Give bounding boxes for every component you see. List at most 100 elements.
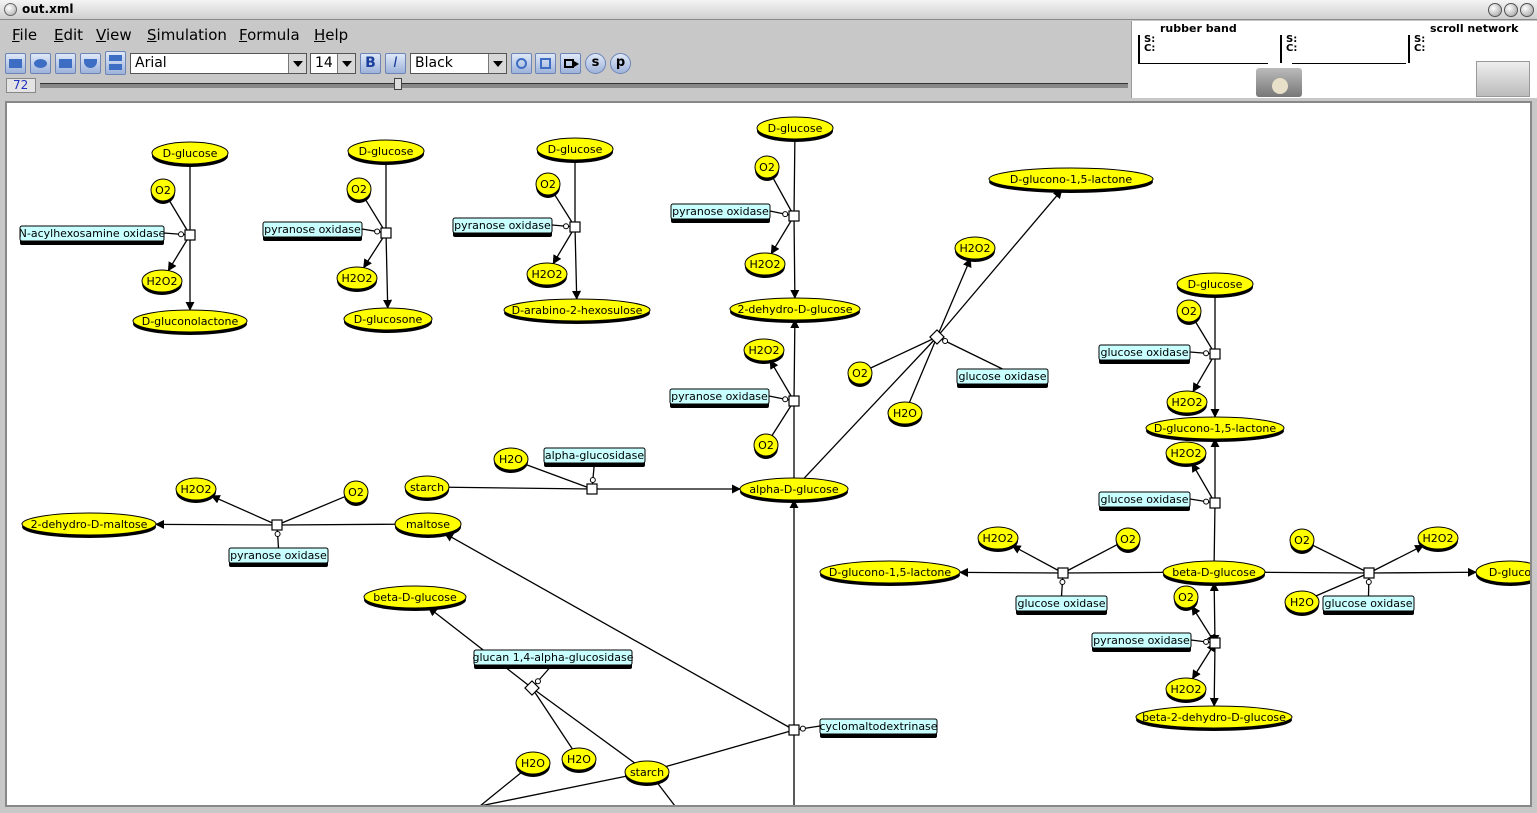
reaction-node[interactable] (1057, 567, 1069, 579)
species-node[interactable]: beta-D-glucose (1162, 560, 1266, 586)
species-node[interactable]: D-glucono-1,5-lactone (988, 167, 1154, 193)
enzyme-node[interactable]: glucose oxidase (1098, 491, 1191, 511)
reaction-node[interactable] (586, 483, 598, 495)
reaction-node[interactable] (1363, 567, 1375, 579)
zoom-value[interactable]: 72 (6, 78, 36, 93)
rectangle-tool-icon[interactable] (5, 53, 26, 74)
species-node[interactable]: H2O (1284, 590, 1320, 616)
s-button[interactable]: s (585, 53, 606, 74)
species-node[interactable]: H2O2 (954, 236, 996, 262)
rubber-band-image-icon[interactable] (1256, 68, 1302, 97)
species-node[interactable]: H2O2 (744, 252, 786, 278)
italic-button[interactable]: I (385, 53, 406, 74)
species-node[interactable]: D-glucono-1,5-lactone (819, 560, 961, 586)
species-node[interactable]: H2O2 (526, 262, 568, 288)
reaction-node[interactable] (184, 229, 196, 241)
fold-tool-icon[interactable] (80, 53, 101, 74)
species-node[interactable]: H2O2 (141, 269, 183, 295)
keyboard-icon[interactable] (1476, 61, 1530, 97)
species-node[interactable]: D-glucono-1,5-lactone (1145, 416, 1285, 442)
species-node[interactable]: D-glucose (756, 116, 834, 142)
species-node[interactable]: O2 (150, 178, 176, 204)
menu-edit[interactable]: Edit (54, 26, 84, 44)
species-node[interactable]: O2 (1115, 527, 1141, 553)
minimize-button[interactable] (1488, 3, 1502, 17)
species-node[interactable]: O2 (847, 361, 873, 387)
enzyme-node[interactable]: glucan 1,4-alpha-glucosidase (473, 649, 634, 669)
enzyme-node[interactable]: pyranose oxidase (1091, 632, 1192, 652)
reaction-node[interactable] (380, 227, 392, 239)
reaction-node[interactable] (524, 680, 540, 696)
enzyme-node[interactable]: N-acylhexosamine oxidase (19, 225, 166, 245)
frame-icon[interactable] (535, 53, 556, 74)
menu-help[interactable]: Help (314, 26, 349, 44)
species-node[interactable]: D-glucose (347, 139, 425, 165)
reaction-node[interactable] (1209, 348, 1221, 360)
color-select[interactable]: Black (410, 53, 507, 74)
ellipse-tool-icon[interactable] (30, 53, 51, 74)
camera-icon[interactable] (560, 53, 581, 74)
enzyme-node[interactable]: alpha-glucosidase (543, 447, 646, 467)
enzyme-node[interactable]: glucose oxidase (1015, 595, 1108, 615)
species-node[interactable]: O2 (535, 172, 561, 198)
network-graph[interactable]: D-glucoseO2H2O2D-gluconolactoneD-glucose… (7, 103, 1530, 805)
species-node[interactable]: H2O (887, 401, 923, 427)
species-node[interactable]: H2O2 (1165, 441, 1207, 467)
reaction-node[interactable] (569, 221, 581, 233)
species-node[interactable]: D-glucose (1176, 272, 1254, 298)
species-node[interactable]: H2O (515, 751, 551, 777)
zoom-slider-thumb[interactable] (394, 78, 402, 90)
species-node[interactable]: maltose (394, 512, 462, 538)
enzyme-node[interactable]: pyranose oxidase (228, 547, 329, 567)
species-node[interactable]: O2 (753, 433, 779, 459)
species-node[interactable]: H2O2 (743, 338, 785, 364)
species-node[interactable]: D-glucose (536, 137, 614, 163)
enzyme-node[interactable]: pyranose oxidase (262, 221, 363, 241)
enzyme-node[interactable]: pyranose oxidase (452, 217, 553, 237)
species-node[interactable]: H2O2 (1165, 677, 1207, 703)
enzyme-node[interactable]: cyclomaltodextrinase (819, 718, 938, 738)
reaction-node[interactable] (1209, 637, 1221, 649)
reaction-node[interactable] (271, 519, 283, 531)
species-node[interactable]: beta-D-glucose (363, 585, 467, 611)
species-node[interactable]: O2 (1173, 585, 1199, 611)
species-node[interactable]: alpha-D-glucose (739, 477, 849, 503)
enzyme-node[interactable]: pyranose oxidase (670, 203, 771, 223)
enzyme-node[interactable]: glucose oxidase (1098, 344, 1191, 364)
reaction-node[interactable] (929, 329, 945, 345)
species-node[interactable]: 2-dehydro-D-maltose (21, 512, 157, 538)
species-node[interactable]: O2 (1289, 528, 1315, 554)
species-node[interactable]: D-glucose (151, 141, 229, 167)
enzyme-node[interactable]: glucose oxidase (1322, 595, 1415, 615)
menu-formula[interactable]: Formula (239, 26, 300, 44)
stack-tool-icon[interactable] (105, 51, 126, 75)
species-node[interactable]: H2O (493, 447, 529, 473)
reaction-node[interactable] (788, 210, 800, 222)
font-name-select[interactable]: Arial (130, 53, 307, 74)
species-node[interactable]: O2 (754, 155, 780, 181)
menu-view[interactable]: View (96, 26, 132, 44)
species-node[interactable]: H2O2 (977, 526, 1019, 552)
species-node[interactable]: H2O2 (1417, 526, 1459, 552)
reaction-node[interactable] (1209, 497, 1221, 509)
reaction-node[interactable] (788, 724, 800, 736)
species-node[interactable]: beta-2-dehydro-D-glucose (1135, 705, 1293, 731)
menu-file[interactable]: File (12, 26, 38, 44)
enzyme-node[interactable]: glucose oxidase (956, 368, 1049, 388)
bold-button[interactable]: B (360, 53, 381, 74)
species-node[interactable]: D-arabino-2-hexosulose (503, 298, 651, 324)
species-node[interactable]: O2 (343, 480, 369, 506)
p-button[interactable]: p (610, 53, 631, 74)
species-node[interactable]: starch (404, 475, 450, 501)
species-node[interactable]: D-gluconolactone (132, 309, 248, 335)
species-node[interactable]: starch (624, 760, 670, 786)
enzyme-node[interactable]: pyranose oxidase (669, 388, 770, 408)
close-button[interactable] (1520, 3, 1534, 17)
menu-simulation[interactable]: Simulation (147, 26, 227, 44)
species-node[interactable]: O2 (1176, 299, 1202, 325)
species-node[interactable]: O2 (346, 177, 372, 203)
species-node[interactable]: D-glucosone (343, 307, 433, 333)
reaction-node[interactable] (788, 395, 800, 407)
species-node[interactable]: H2O2 (1166, 390, 1208, 416)
